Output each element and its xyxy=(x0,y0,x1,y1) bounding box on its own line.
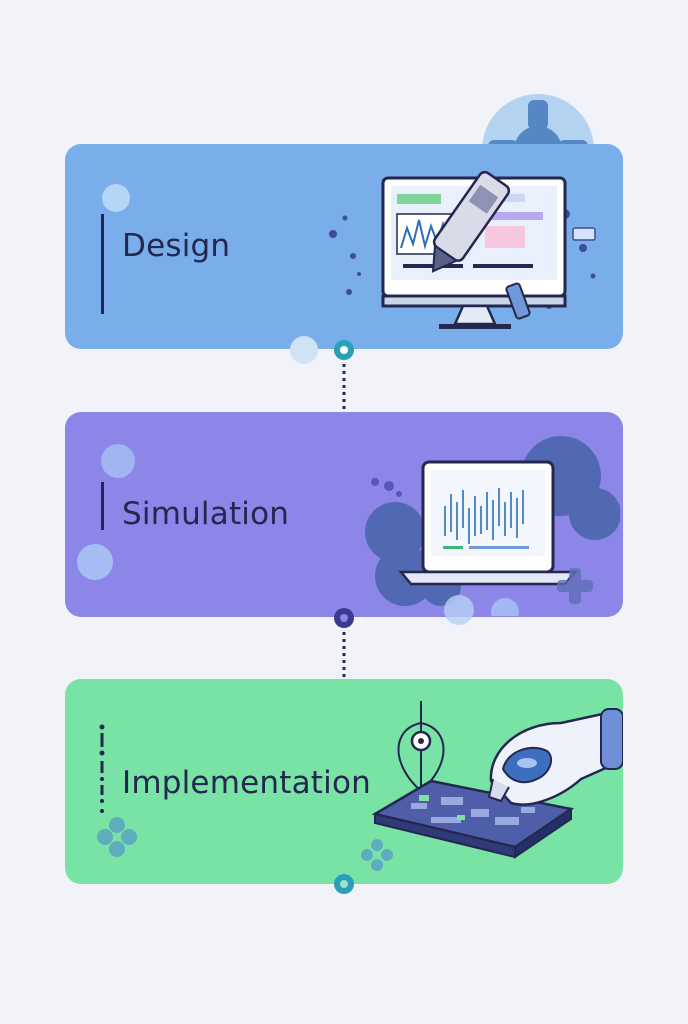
decor-bubble xyxy=(102,184,130,212)
accent-bar xyxy=(99,724,105,813)
step-card-design: Design xyxy=(65,144,623,349)
decor-bubble xyxy=(290,336,318,364)
connector-end-node xyxy=(334,874,354,894)
circuit-board-hand-icon xyxy=(371,701,623,859)
decor-flower-icon xyxy=(97,817,137,857)
monitor-design-icon xyxy=(329,170,596,329)
step-card-simulation: Simulation xyxy=(65,412,623,617)
accent-bar xyxy=(101,214,104,314)
laptop-chart-icon xyxy=(365,436,620,616)
step-label-implementation: Implementation xyxy=(122,765,371,801)
decor-flower-icon xyxy=(361,839,393,871)
decor-bubble xyxy=(77,544,113,580)
step-card-implementation: Implementation xyxy=(65,679,623,884)
decor-bubble xyxy=(101,444,135,478)
decor-bubble xyxy=(444,595,474,625)
step-label-design: Design xyxy=(122,228,231,264)
step-label-simulation: Simulation xyxy=(122,496,290,532)
accent-bar xyxy=(101,482,104,530)
